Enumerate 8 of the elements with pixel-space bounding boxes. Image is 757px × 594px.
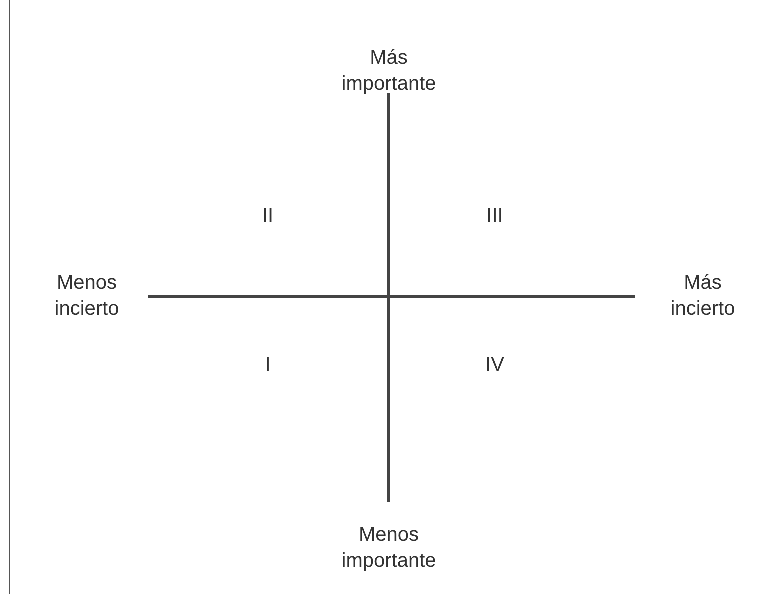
quadrant-numeral: IV: [486, 354, 504, 376]
quadrant-numeral: II: [262, 205, 274, 227]
axis-label: Más incierto: [670, 272, 736, 320]
axis-label: Menos incierto: [54, 272, 120, 320]
axis-label: Menos importante: [342, 524, 436, 572]
axis-label: Más importante: [342, 47, 436, 95]
quadrant-numeral: I: [265, 354, 271, 376]
quadrant-numeral: III: [486, 205, 504, 227]
